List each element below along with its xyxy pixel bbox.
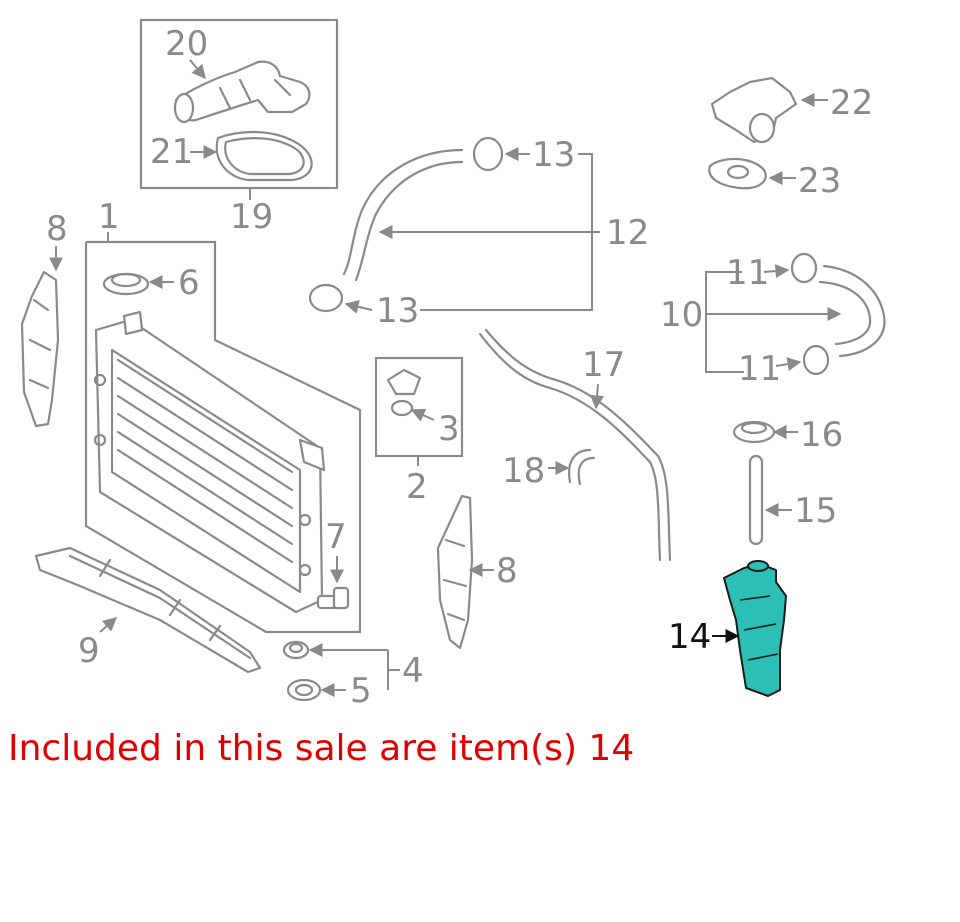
- water-outlet-part-22: [710, 76, 798, 144]
- lower-hose-part-10: [818, 264, 886, 358]
- breather-hose-part-17: [478, 328, 672, 562]
- leader-9: [99, 617, 118, 633]
- lower-air-guard-part-9: [34, 546, 262, 674]
- callout-13-top: 13: [532, 135, 575, 175]
- callout-19: 19: [230, 197, 273, 237]
- callout-21: 21: [150, 132, 193, 172]
- callout-20: 20: [165, 24, 208, 64]
- frame-1: [84, 240, 362, 634]
- sale-caption: Included in this sale are item(s) 14: [8, 728, 635, 769]
- leader-3: [410, 408, 435, 422]
- thermostat-housing-part-20: [173, 60, 311, 124]
- clamp-upper-part-11: [790, 252, 818, 284]
- callout-22: 22: [830, 83, 873, 123]
- callout-6: 6: [178, 263, 200, 303]
- grommet-part-5: [286, 678, 322, 702]
- bracket-10: [705, 271, 744, 373]
- callout-9: 9: [78, 631, 100, 671]
- leader-11-bottom: [775, 357, 802, 371]
- callout-10: 10: [660, 295, 703, 335]
- grommet-part-4: [282, 640, 310, 660]
- callout-15: 15: [794, 491, 837, 531]
- drain-plug-part-7: [316, 586, 350, 610]
- callout-3: 3: [438, 409, 460, 449]
- callout-11-bottom: 11: [738, 349, 781, 389]
- callout-18: 18: [502, 451, 545, 491]
- frame-19: [139, 18, 339, 190]
- callout-14: 14: [668, 617, 711, 657]
- clamp-lower-part-11: [802, 344, 830, 376]
- callout-16: 16: [800, 415, 843, 455]
- callout-8-left: 8: [46, 209, 68, 249]
- clamp-upper-part-13: [472, 136, 504, 172]
- callout-5: 5: [350, 671, 372, 711]
- upper-hose-part-12: [342, 148, 464, 282]
- hose-part-15: [748, 454, 764, 546]
- callout-2: 2: [406, 467, 428, 507]
- callout-23: 23: [798, 161, 841, 201]
- leader-13-bottom: [344, 300, 373, 314]
- callout-4: 4: [402, 651, 424, 691]
- clamp-lower-part-13: [308, 283, 344, 313]
- coolant-reservoir-part-14: [723, 560, 787, 697]
- bracket-part-2: [386, 368, 422, 396]
- callout-12: 12: [606, 213, 649, 253]
- callout-8-right: 8: [496, 551, 518, 591]
- gasket-part-23: [708, 157, 767, 190]
- callout-1: 1: [98, 197, 120, 237]
- gasket-part-21: [215, 131, 313, 182]
- hose-part-18: [568, 448, 596, 486]
- air-guard-right-part-8: [436, 494, 474, 650]
- air-guard-left-part-8: [20, 270, 60, 428]
- radiator-cap-part-6: [102, 272, 150, 296]
- radiator-part: [93, 310, 326, 614]
- callout-11-top: 11: [726, 253, 769, 293]
- callout-7: 7: [325, 517, 347, 557]
- leader-11-top: [763, 264, 790, 279]
- leader-17: [590, 383, 605, 410]
- leader-20: [189, 59, 206, 80]
- callout-17: 17: [582, 345, 625, 385]
- bushing-part-3: [390, 399, 414, 417]
- callout-13-bottom: 13: [376, 291, 419, 331]
- reservoir-cap-part-16: [732, 420, 776, 444]
